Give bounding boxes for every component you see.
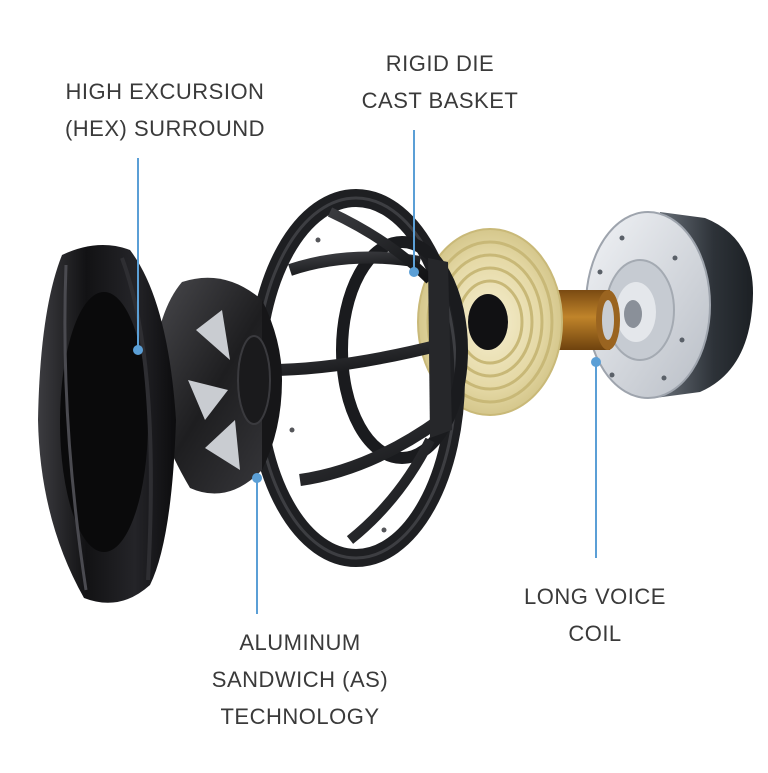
callout-dot-coil: [591, 357, 601, 367]
callout-dot-sandwich: [252, 473, 262, 483]
die-cast-basket: [247, 189, 468, 567]
label-hex-surround-line2: (HEX) SURROUND: [64, 116, 266, 141]
label-aluminum-sandwich-line1: ALUMINUM: [239, 630, 361, 655]
hex-surround: [38, 245, 176, 603]
callout-dot-surround: [133, 345, 143, 355]
label-long-voice-coil: LONG VOICE COIL: [490, 578, 700, 652]
label-hex-surround-line1: HIGH EXCURSION: [65, 79, 265, 104]
label-long-voice-coil-line2: COIL: [568, 621, 622, 646]
callout-dot-basket: [409, 267, 419, 277]
callout-lines: [133, 130, 601, 614]
label-long-voice-coil-line1: LONG VOICE: [524, 584, 666, 609]
label-aluminum-sandwich: ALUMINUM SANDWICH (AS) TECHNOLOGY: [180, 624, 420, 735]
label-die-cast-basket-line1: RIGID DIE: [385, 51, 495, 76]
label-hex-surround: HIGH EXCURSION (HEX) SURROUND: [40, 73, 290, 147]
label-die-cast-basket-line2: CAST BASKET: [361, 88, 519, 113]
aluminum-sandwich-cone: [151, 277, 282, 494]
label-aluminum-sandwich-line3: TECHNOLOGY: [220, 704, 380, 729]
label-aluminum-sandwich-line2: SANDWICH (AS): [211, 667, 389, 692]
label-die-cast-basket: RIGID DIE CAST BASKET: [330, 45, 550, 119]
magnet-assembly: [585, 211, 754, 399]
